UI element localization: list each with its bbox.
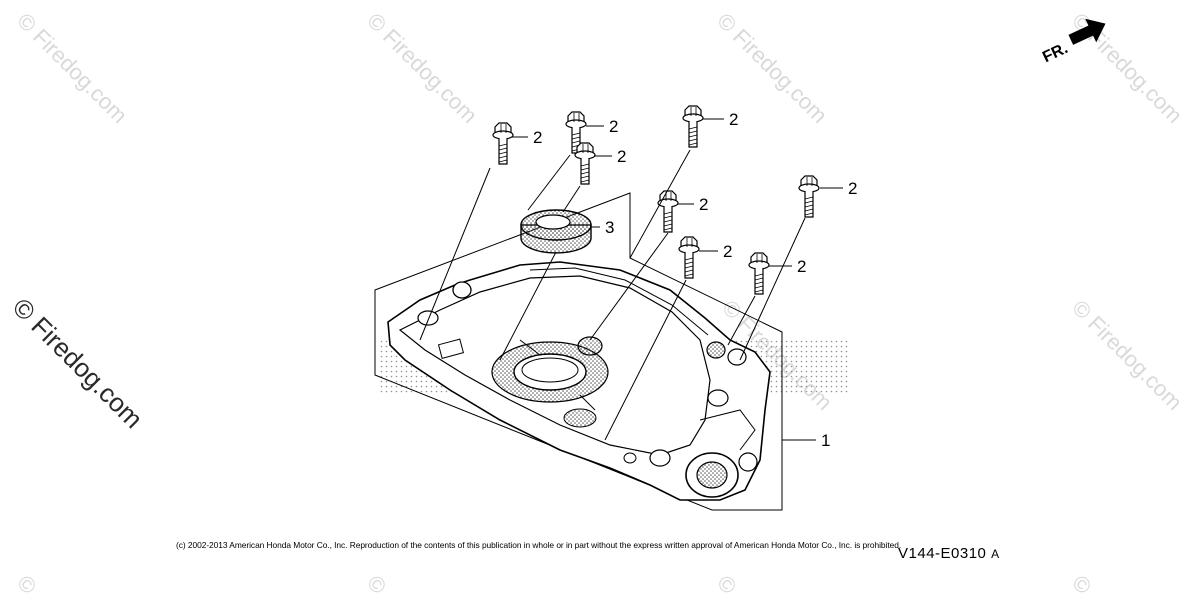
bolt — [492, 122, 514, 165]
diagram-code: V144-E0310 A — [898, 545, 1000, 562]
bolt — [682, 105, 704, 148]
front-arrow-icon: FR. — [1040, 18, 1106, 66]
bolt — [798, 175, 820, 218]
front-label: FR. — [1040, 40, 1071, 66]
assembly-outline — [374, 192, 783, 511]
callout-bolt: 2 — [609, 117, 618, 136]
callout-bolt: 2 — [729, 110, 738, 129]
crankcase-cover — [387, 261, 771, 501]
oil-seal — [520, 209, 592, 254]
bolt — [574, 142, 596, 185]
leader-lines — [419, 149, 806, 441]
callout-bolt: 2 — [617, 147, 626, 166]
copyright-notice: (c) 2002-2013 American Honda Motor Co., … — [176, 540, 902, 550]
callout-cover: 1 — [821, 431, 830, 450]
callout-bolt: 2 — [723, 242, 732, 261]
bolt — [678, 236, 700, 279]
callout-bolt: 2 — [533, 128, 542, 147]
callout-seal: 3 — [605, 218, 614, 237]
bolt — [657, 190, 679, 233]
callout-bolt: 2 — [848, 179, 857, 198]
bolt — [748, 252, 770, 295]
callout-bolt: 2 — [699, 195, 708, 214]
callout-lines — [512, 118, 843, 441]
callout-bolt: 2 — [797, 257, 806, 276]
